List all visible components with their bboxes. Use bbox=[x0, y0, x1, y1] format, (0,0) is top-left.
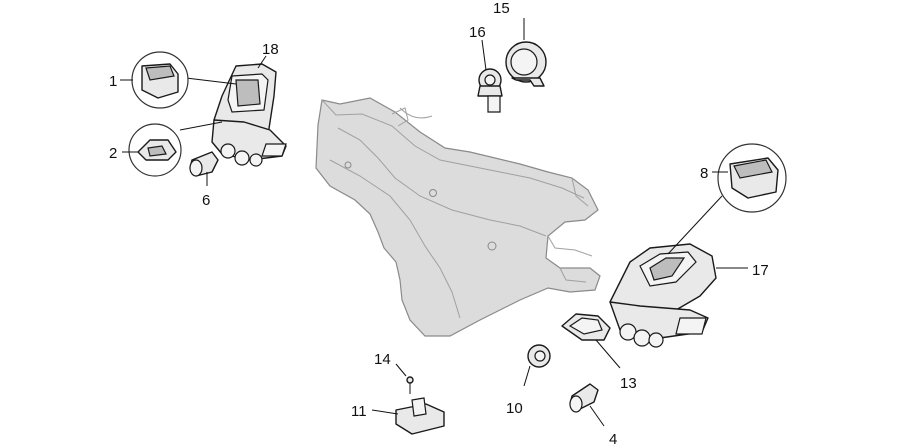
right-button-callout-part bbox=[667, 143, 787, 255]
screw-part bbox=[395, 363, 414, 394]
label-4: 4 bbox=[609, 431, 617, 447]
right-bulb-socket-part bbox=[569, 383, 605, 427]
lens-callout-part bbox=[128, 121, 223, 177]
bulb-socket-part bbox=[189, 151, 219, 186]
button-callout-part bbox=[131, 51, 237, 109]
label-11: 11 bbox=[351, 403, 367, 420]
left-switch-housing-part bbox=[211, 63, 287, 167]
label-6: 6 bbox=[202, 192, 210, 209]
label-8: 8 bbox=[700, 165, 708, 182]
label-18: 18 bbox=[262, 41, 279, 58]
grommet-part bbox=[523, 344, 551, 387]
label-14: 14 bbox=[374, 351, 391, 368]
label-2: 2 bbox=[109, 145, 117, 162]
lens-cover-part bbox=[561, 313, 621, 369]
label-1: 1 bbox=[109, 73, 117, 90]
label-13: 13 bbox=[620, 375, 637, 392]
key-lock-part bbox=[477, 39, 503, 113]
bracket-part bbox=[371, 397, 445, 435]
handlebar-cover-shell bbox=[315, 97, 601, 337]
leader-18 bbox=[257, 55, 267, 69]
label-10: 10 bbox=[506, 400, 523, 417]
label-17: 17 bbox=[752, 262, 769, 279]
label-16: 16 bbox=[469, 24, 486, 41]
right-switch-housing-part bbox=[609, 243, 748, 348]
ring-bezel-part bbox=[505, 18, 547, 87]
label-15: 15 bbox=[493, 0, 510, 17]
